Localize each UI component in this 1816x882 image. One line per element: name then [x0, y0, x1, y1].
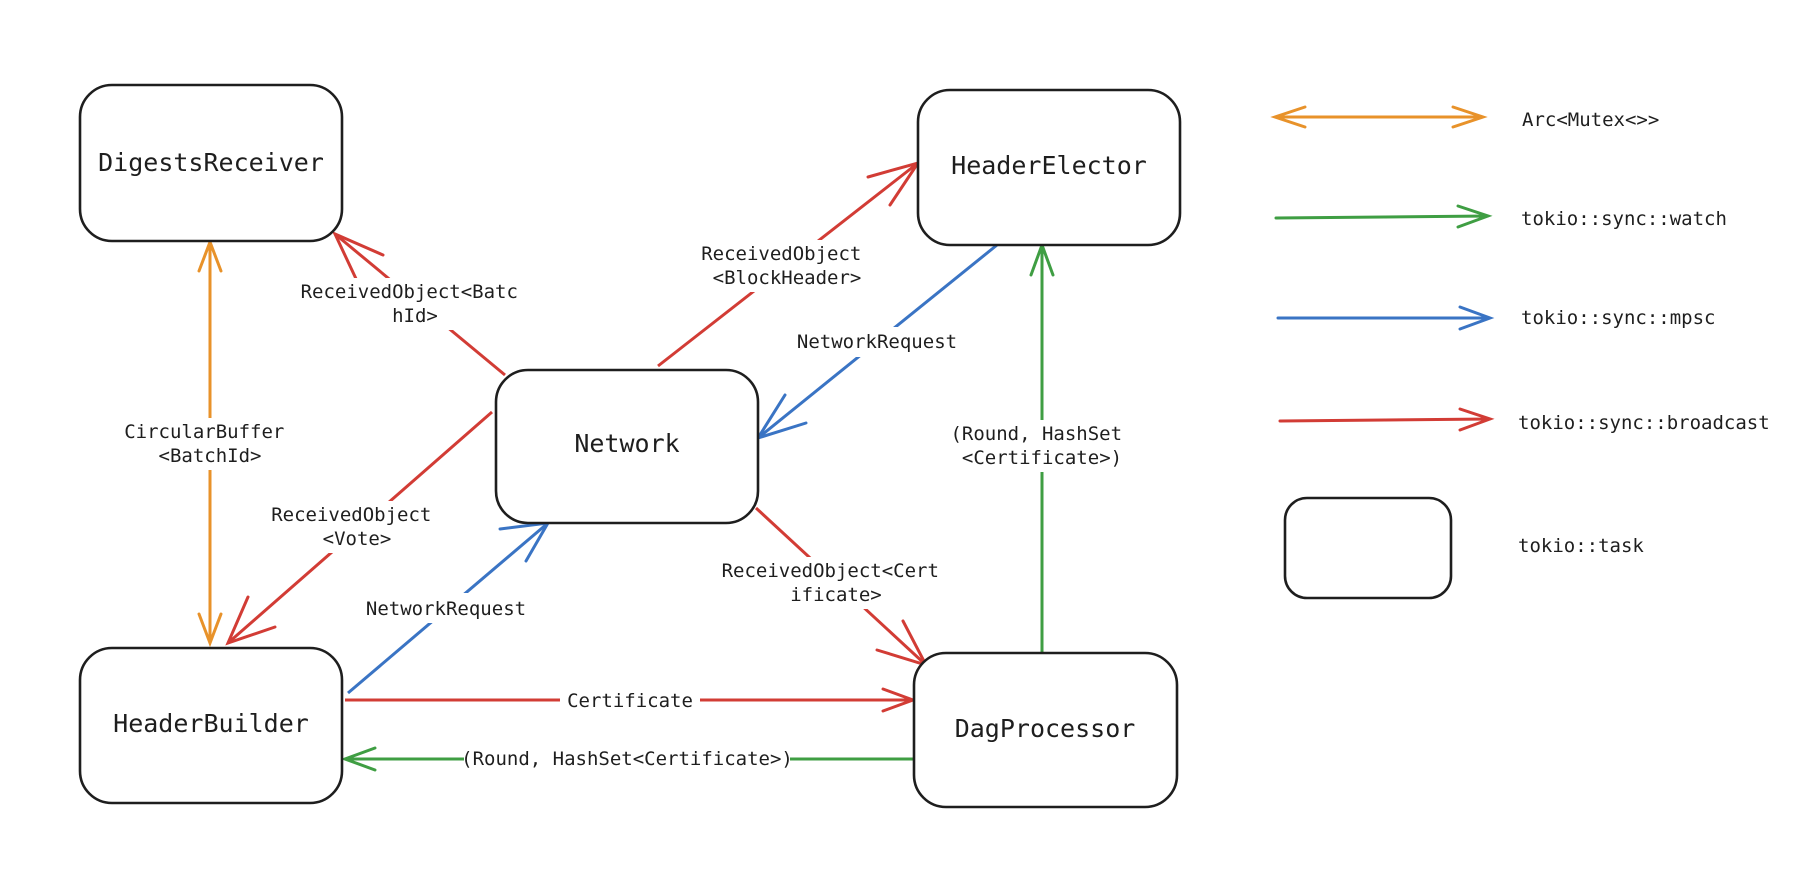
legend-item-task: tokio::task: [1283, 496, 1644, 600]
edge-label-dag-to-builder: (Round, HashSet<Certificate>): [461, 745, 793, 773]
svg-text:ReceivedObject<Cert ific: ReceivedObject<Cert ificate>: [722, 560, 951, 606]
legend-item-mpsc: tokio::sync::mpsc: [1276, 305, 1715, 331]
svg-text:ReceivedObject<Batc hId>: ReceivedObject<Batc hId>: [301, 281, 530, 327]
svg-text:Certificate: Certificate: [567, 690, 693, 712]
edge-label-line: <BlockHeader>: [713, 267, 862, 289]
arc-mutex-double-arrow-icon: [1270, 105, 1488, 129]
node-header-elector[interactable]: HeaderElector: [916, 88, 1182, 247]
svg-text:CircularBuffer <BatchId>: CircularBuffer <BatchId>: [124, 421, 296, 467]
legend: Arc<Mutex<>> tokio::sync::watch tokio::s…: [1270, 105, 1770, 600]
edge-label-line: <BatchId>: [159, 445, 262, 467]
svg-text:(Round, HashSet<Certificate>): (Round, HashSet<Certificate>): [461, 748, 793, 770]
edge-label-network-to-builder: ReceivedObject <Vote>: [271, 501, 443, 553]
edge-label-line: ReceivedObject: [701, 243, 861, 265]
edge-label-network-to-elector: ReceivedObject <BlockHeader>: [701, 240, 873, 292]
arrowhead-bottom: [197, 612, 223, 648]
watch-arrow-icon: [1274, 204, 1493, 229]
arrowhead: [225, 595, 277, 646]
legend-label: tokio::sync::mpsc: [1521, 307, 1715, 329]
edge-label-elector-to-network: NetworkRequest: [796, 327, 958, 357]
svg-text:(Round, HashSet <Certifi: (Round, HashSet <Certificate>): [950, 423, 1133, 469]
legend-label: tokio::sync::broadcast: [1518, 412, 1770, 434]
node-label: HeaderElector: [951, 151, 1147, 180]
edge-label-network-to-dag: ReceivedObject<Cert ificate>: [722, 557, 951, 609]
svg-text:ReceivedObject <Vote>: ReceivedObject <Vote>: [271, 504, 443, 550]
legend-label: tokio::sync::watch: [1521, 208, 1727, 230]
legend-item-broadcast: tokio::sync::broadcast: [1278, 407, 1770, 434]
edge-label-line: <Vote>: [323, 528, 392, 550]
edge-label-line: (Round, HashSet: [950, 423, 1122, 445]
edge-label-digests-header-builder: CircularBuffer <BatchId>: [124, 418, 296, 470]
edge-label-builder-to-network: NetworkRequest: [366, 593, 528, 623]
broadcast-arrow-icon: [1278, 407, 1495, 432]
edge-label-network-to-digests: ReceivedObject<Batc hId>: [301, 278, 530, 330]
task-box-icon: [1283, 496, 1453, 600]
arrowhead: [340, 746, 377, 772]
edge-label-line: ReceivedObject<Batc: [301, 281, 518, 303]
legend-item-watch: tokio::sync::watch: [1274, 204, 1727, 230]
svg-text:NetworkRequest: NetworkRequest: [366, 598, 526, 620]
edge-label-builder-to-dag: Certificate: [560, 687, 700, 715]
legend-label: tokio::task: [1518, 535, 1644, 557]
node-label: Network: [574, 429, 679, 458]
edge-label-line: CircularBuffer: [124, 421, 284, 443]
edge-label-line: Certificate: [567, 690, 693, 712]
node-header-builder[interactable]: HeaderBuilder: [78, 646, 344, 805]
node-dag-processor[interactable]: DagProcessor: [912, 651, 1179, 809]
edge-label-line: ReceivedObject: [271, 504, 431, 526]
node-label: HeaderBuilder: [113, 709, 309, 738]
edge-label-dag-to-elector: (Round, HashSet <Certificate>): [950, 420, 1133, 472]
edge-label-line: (Round, HashSet<Certificate>): [461, 748, 793, 770]
node-label: DagProcessor: [955, 714, 1136, 743]
node-network[interactable]: Network: [494, 368, 760, 525]
edge-label-line: NetworkRequest: [797, 331, 957, 353]
legend-item-arc-mutex: Arc<Mutex<>>: [1270, 105, 1659, 131]
edge-label-line: NetworkRequest: [366, 598, 526, 620]
legend-label: Arc<Mutex<>>: [1522, 109, 1659, 131]
edge-label-line: ReceivedObject<Cert: [722, 560, 939, 582]
mpsc-arrow-icon: [1276, 305, 1495, 331]
edge-label-line: ificate>: [790, 584, 882, 606]
edge-label-line: hId>: [392, 305, 438, 327]
svg-text:NetworkRequest: NetworkRequest: [797, 331, 957, 353]
svg-text:ReceivedObject <BlockHea: ReceivedObject <BlockHeader>: [701, 243, 873, 289]
node-digests-receiver[interactable]: DigestsReceiver: [78, 83, 344, 243]
edge-label-line: <Certificate>): [962, 447, 1122, 469]
arrowhead: [331, 231, 385, 285]
node-label: DigestsReceiver: [98, 148, 324, 177]
